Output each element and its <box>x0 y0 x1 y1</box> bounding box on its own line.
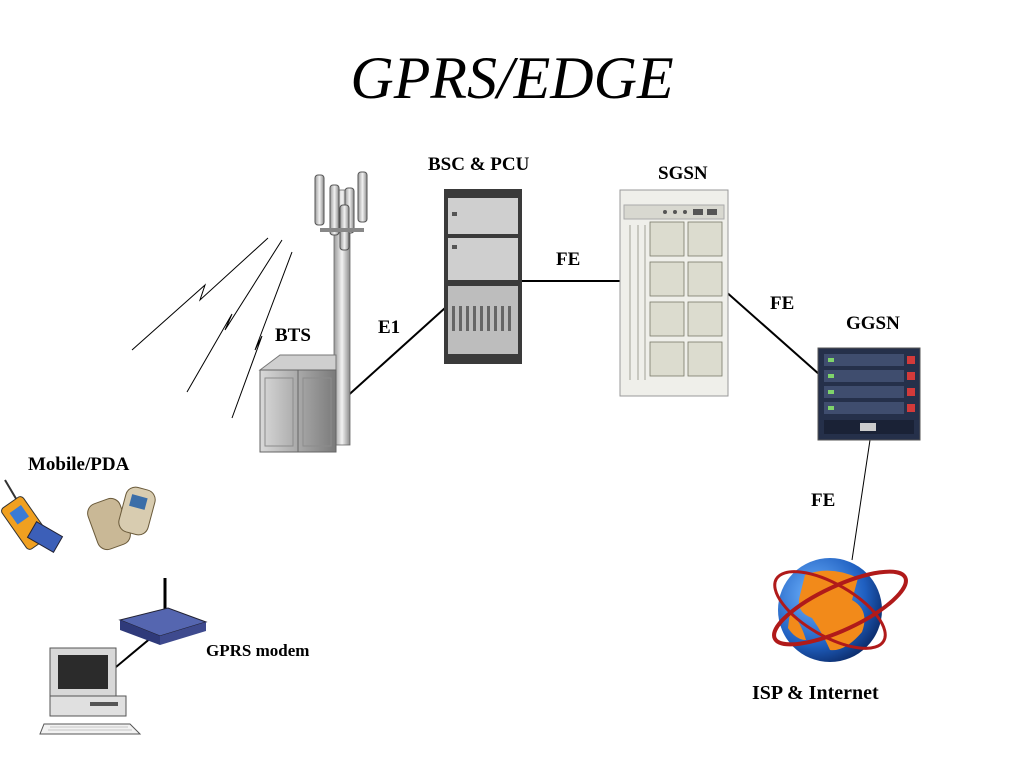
link-ggsn-internet <box>851 439 871 561</box>
ggsn-server-icon <box>817 347 921 441</box>
bsc-label: BSC & PCU <box>428 154 530 175</box>
link-sgsn-ggsn <box>723 289 821 376</box>
modem-label: GPRS modem <box>206 641 310 660</box>
link-label-e1: E1 <box>378 317 401 338</box>
pda-icon <box>87 486 156 551</box>
mobile-phone-icon <box>1 479 64 553</box>
internet-label: ISP & Internet <box>752 682 879 704</box>
sgsn-chassis-icon <box>619 189 729 397</box>
bsc-rack-icon <box>444 189 522 364</box>
link-label-fe-bsc-sgsn: FE <box>556 249 581 270</box>
bts-cabinet-icon <box>258 354 337 453</box>
link-label-fe-ggsn-internet: FE <box>811 490 836 511</box>
link-label-fe-sgsn-ggsn: FE <box>770 293 795 314</box>
computer-icon <box>39 647 142 735</box>
ggsn-label: GGSN <box>846 313 900 334</box>
bts-label: BTS <box>275 325 311 346</box>
page-title: GPRS/EDGE <box>350 45 674 111</box>
mobile-label: Mobile/PDA <box>28 454 130 475</box>
globe-icon <box>772 558 908 662</box>
bts-tower-icon <box>314 171 368 446</box>
link-bts-bsc <box>342 307 446 401</box>
gprs-modem-icon <box>118 578 208 645</box>
sgsn-label: SGSN <box>658 163 708 184</box>
radio-waves-icon <box>131 237 293 419</box>
